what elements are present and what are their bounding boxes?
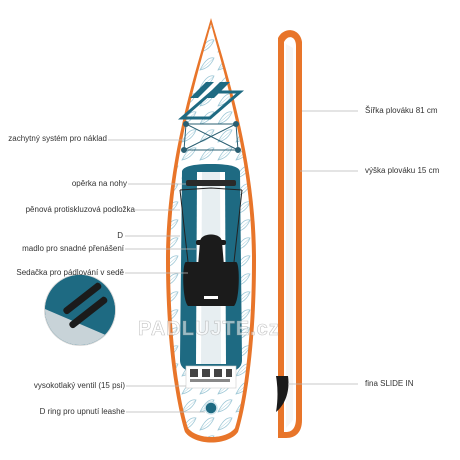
leader-lines (108, 110, 358, 413)
kayak-seat (179, 187, 243, 306)
label-width: Šířka plováku 81 cm (365, 106, 438, 115)
cargo-bungee-icon (181, 121, 241, 153)
board-top-view: PLU (166, 18, 256, 443)
label-footrest: opěrka na nohy (71, 179, 127, 188)
watermark: PADLUJTE.cz (138, 318, 280, 341)
label-valve: vysokotlaký ventil (15 psi) (33, 381, 125, 390)
footrest (186, 180, 236, 186)
d-ring-icon (204, 401, 218, 415)
label-seat: Sedačka pro pádlování v sedě (16, 268, 124, 277)
label-height: výška plováku 15 cm (365, 166, 440, 175)
fin-icon (276, 376, 289, 412)
handle-closeup-inset (45, 275, 115, 345)
label-handle: madlo pro snadné přenášení (22, 244, 124, 253)
label-fin: fina SLIDE IN (365, 379, 414, 388)
label-deck-pad: pěnová protiskluzová podložka (25, 205, 135, 214)
board-side-view (276, 30, 302, 438)
label-d-ring: D ring pro upnutí leashe (39, 407, 125, 416)
label-d: D (117, 231, 123, 240)
valve-plate (185, 365, 237, 389)
brand-logo-icon (177, 82, 245, 120)
label-cargo: zachytný systém pro náklad (8, 134, 107, 143)
